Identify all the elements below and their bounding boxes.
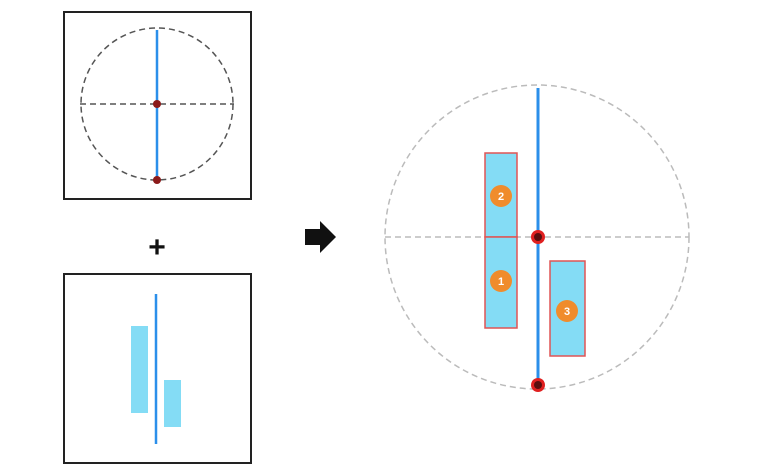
- right-arrow-icon: [305, 221, 336, 253]
- result-bottom-pivot-point: [531, 378, 545, 392]
- panel-frame-bottom: [63, 273, 252, 464]
- badge-3-label: 3: [564, 306, 570, 318]
- result-composition: 2 1 3: [384, 84, 690, 392]
- badge-3: 3: [556, 300, 578, 322]
- bottom-pivot-point: [153, 176, 161, 184]
- badge-1-label: 1: [498, 276, 504, 288]
- center-pivot-point: [153, 100, 161, 108]
- result-center-pivot-point: [531, 230, 545, 244]
- plus-operator: +: [148, 231, 166, 264]
- badge-2-label: 2: [498, 191, 504, 203]
- tall-block: [131, 326, 148, 413]
- blocks-axis-panel: [63, 273, 252, 464]
- badge-1: 1: [490, 270, 512, 292]
- short-block: [164, 380, 181, 427]
- circle-axis-panel: [63, 11, 252, 200]
- badge-2: 2: [490, 185, 512, 207]
